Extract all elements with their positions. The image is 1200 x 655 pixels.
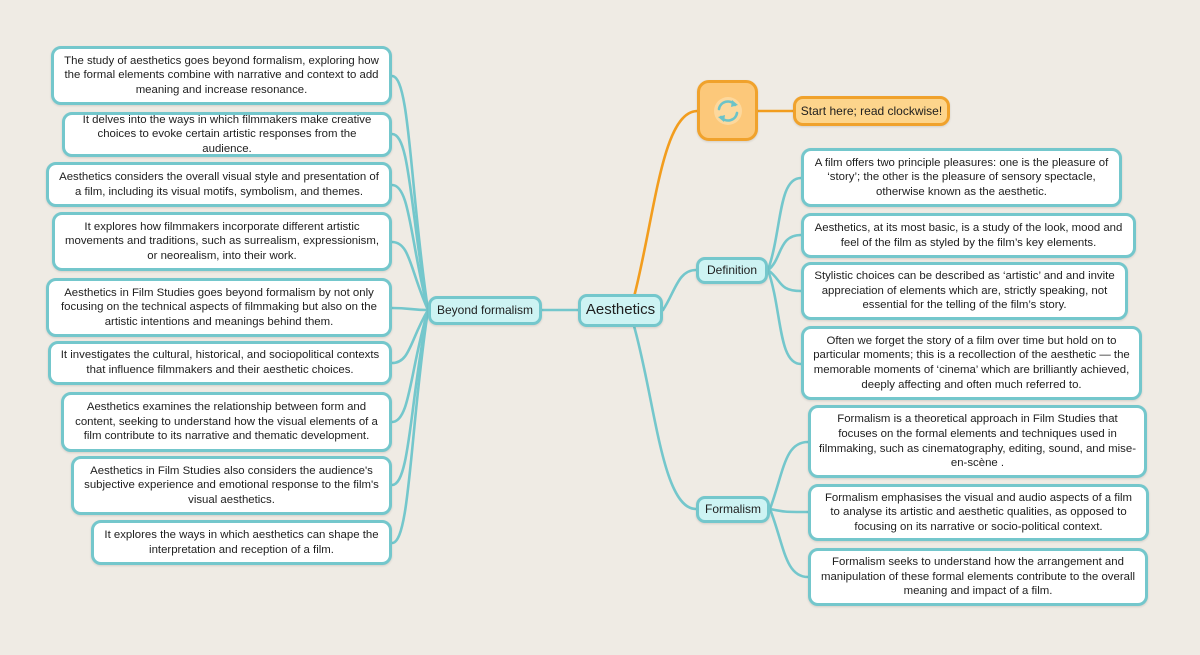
connector-formalism-note-2 — [768, 507, 810, 514]
note-text: Aesthetics, at its most basic, is a stud… — [814, 221, 1123, 249]
note-text: Formalism emphasises the visual and audi… — [824, 491, 1133, 533]
beyond-note-7[interactable]: Aesthetics examines the relationship bet… — [61, 392, 392, 452]
note-text: It explores the ways in which aesthetics… — [104, 528, 379, 556]
beyond-note-3[interactable]: Aesthetics considers the overall visual … — [46, 162, 392, 207]
definition-label: Definition — [706, 263, 758, 278]
beyond-formalism-label: Beyond formalism — [436, 303, 534, 318]
note-text: Formalism seeks to understand how the ar… — [820, 556, 1136, 598]
beyond-note-5[interactable]: Aesthetics in Film Studies goes beyond f… — [46, 278, 392, 337]
beyond-formalism-node[interactable]: Beyond formalism — [428, 296, 542, 325]
definition-note-3[interactable]: Stylistic choices can be described as ‘a… — [801, 262, 1128, 320]
start-cycle-node[interactable] — [697, 80, 758, 141]
note-text: Often we forget the story of a film over… — [813, 334, 1130, 391]
connector-beyond-note-6 — [390, 308, 430, 365]
note-text: Aesthetics considers the overall visual … — [59, 170, 379, 198]
formalism-note-1[interactable]: Formalism is a theoretical approach in F… — [808, 405, 1147, 478]
connector-beyond-note-3 — [390, 183, 430, 312]
beyond-note-6[interactable]: It investigates the cultural, historical… — [48, 341, 392, 385]
beyond-note-9[interactable]: It explores the ways in which aesthetics… — [91, 520, 392, 565]
note-text: Aesthetics in Film Studies also consider… — [84, 464, 379, 506]
connector-definition-note-1 — [766, 176, 803, 272]
formalism-node[interactable]: Formalism — [696, 496, 770, 523]
connector-formalism-note-3 — [768, 507, 810, 579]
connector-root-start — [632, 109, 699, 299]
connector-definition-note-4 — [766, 268, 803, 366]
root-node[interactable]: Aesthetics — [578, 294, 663, 327]
note-text: Formalism is a theoretical approach in F… — [819, 413, 1136, 470]
connector-beyond-note-9 — [390, 308, 430, 545]
root-label: Aesthetics — [585, 301, 656, 319]
cycle-arrows-icon — [713, 96, 742, 125]
note-text: Aesthetics in Film Studies goes beyond f… — [61, 286, 377, 328]
start-here-note[interactable]: Start here; read clockwise! — [793, 96, 950, 126]
beyond-note-1[interactable]: The study of aesthetics goes beyond form… — [51, 46, 392, 105]
connector-root-definition — [661, 268, 698, 312]
connector-beyond-note-5 — [390, 306, 430, 312]
definition-node[interactable]: Definition — [696, 257, 768, 284]
beyond-note-2[interactable]: It delves into the ways in which filmmak… — [62, 112, 392, 157]
note-text: Aesthetics examines the relationship bet… — [75, 401, 378, 443]
definition-note-4[interactable]: Often we forget the story of a film over… — [801, 326, 1142, 400]
connector-definition-note-3 — [766, 268, 803, 293]
connector-beyond-note-2 — [390, 132, 430, 312]
formalism-label: Formalism — [705, 502, 761, 517]
connector-formalism-note-1 — [768, 440, 810, 511]
note-text: The study of aesthetics goes beyond form… — [64, 54, 379, 96]
note-text: It investigates the cultural, historical… — [60, 349, 380, 376]
note-text: It delves into the ways in which filmmak… — [82, 113, 372, 155]
formalism-note-3[interactable]: Formalism seeks to understand how the ar… — [808, 548, 1148, 606]
definition-note-1[interactable]: A film offers two principle pleasures: o… — [801, 148, 1122, 207]
definition-note-2[interactable]: Aesthetics, at its most basic, is a stud… — [801, 213, 1136, 258]
note-text: It explores how filmmakers incorporate d… — [65, 220, 379, 262]
connector-root-formalism — [632, 324, 698, 511]
connector-definition-note-2 — [766, 233, 803, 272]
note-text: A film offers two principle pleasures: o… — [814, 156, 1109, 198]
note-text: Stylistic choices can be described as ‘a… — [814, 270, 1115, 312]
formalism-note-2[interactable]: Formalism emphasises the visual and audi… — [808, 484, 1149, 541]
connector-beyond-note-8 — [390, 308, 430, 487]
connector-beyond-note-7 — [390, 308, 430, 424]
connector-beyond-note-4 — [390, 240, 430, 312]
beyond-note-4[interactable]: It explores how filmmakers incorporate d… — [52, 212, 392, 271]
start-here-label: Start here; read clockwise! — [800, 103, 943, 118]
beyond-note-8[interactable]: Aesthetics in Film Studies also consider… — [71, 456, 392, 515]
